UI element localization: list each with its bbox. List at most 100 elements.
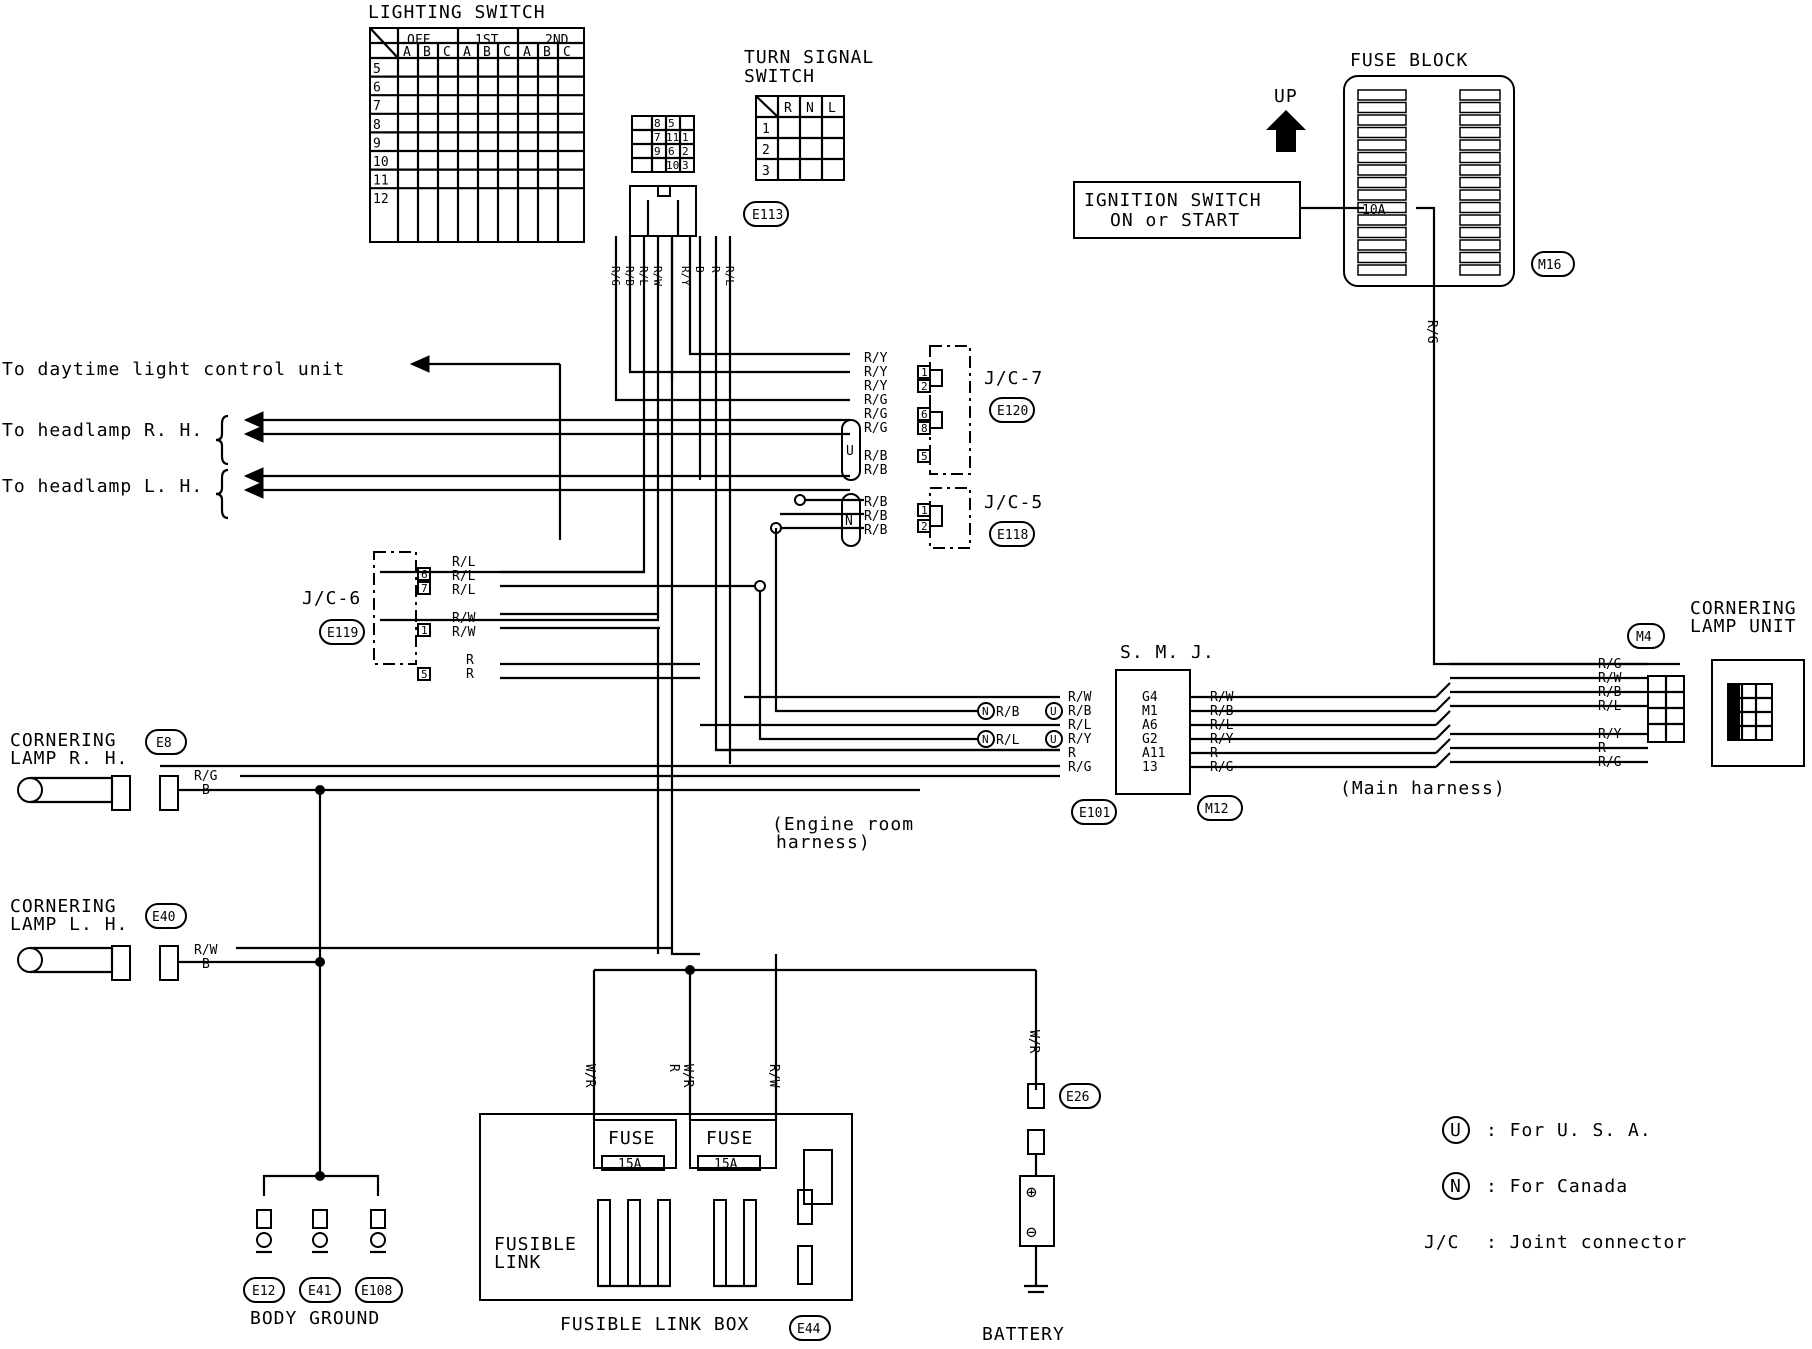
- legend-text-canada: : For Canada: [1486, 1176, 1628, 1197]
- conn-e113-badge: E113: [743, 201, 789, 227]
- svg-text:E119: E119: [327, 626, 358, 641]
- svg-text:R/B: R/B: [864, 449, 888, 464]
- main-harness-label: (Main harness): [1340, 778, 1506, 799]
- svg-text:8: 8: [921, 422, 928, 435]
- svg-text:N: N: [845, 514, 853, 529]
- legend-symbol-jc: J/C: [1424, 1232, 1460, 1253]
- svg-text:LAMP R. H.: LAMP R. H.: [10, 748, 128, 769]
- ls-row-12: 12: [373, 192, 389, 207]
- pin-5: 5: [668, 117, 675, 130]
- svg-text:R/G: R/G: [194, 769, 218, 784]
- smj-pin-M1: M1: [1142, 704, 1158, 719]
- ts-col-R: R: [784, 101, 792, 116]
- conn-m16-badge: M16: [1531, 251, 1575, 277]
- conn-e101-badge: E101: [1071, 799, 1117, 825]
- svg-text:E113: E113: [752, 208, 783, 223]
- svg-text:U: U: [1050, 705, 1057, 718]
- joint-connector-6: J/C-6 E119 R/L R/L R/L R/W R/W R R 6 7 1…: [302, 551, 766, 682]
- fuse-slot-l-5: [1357, 151, 1407, 164]
- svg-text:E108: E108: [361, 1284, 392, 1299]
- smj-left-wire-3: R/Y: [1068, 732, 1092, 747]
- battery: W/R E26 ⊕ ⊖ BATTERY: [982, 1030, 1101, 1345]
- smj-left-wire-4: R: [1068, 746, 1076, 761]
- svg-text:R: R: [666, 1064, 681, 1072]
- cornering-lamp-unit: CORNERING LAMP UNIT M4 R/GR/WR/BR/LR/YRR…: [1450, 598, 1805, 770]
- up-arrow: UP: [1266, 86, 1306, 152]
- svg-text:E44: E44: [797, 1322, 821, 1337]
- fuse-slot-r-12: [1459, 239, 1501, 251]
- svg-text:M16: M16: [1538, 258, 1561, 273]
- svg-text:W/R: W/R: [582, 1064, 597, 1088]
- fuse-slot-r-11: [1459, 226, 1501, 239]
- ls-col-2: C: [443, 45, 451, 60]
- fuse-slot-r-13: [1459, 251, 1501, 264]
- pin-7: 7: [654, 131, 661, 144]
- fusible-link-line-2: LINK: [494, 1252, 541, 1273]
- legend-text-usa: : For U. S. A.: [1486, 1120, 1652, 1141]
- fuse-slot-l-13: [1357, 251, 1407, 264]
- fuse-slot-r-0: [1459, 89, 1501, 101]
- svg-text:U: U: [1050, 733, 1057, 746]
- svg-text:7: 7: [421, 582, 428, 595]
- ls-group-1st: 1ST: [475, 33, 499, 48]
- fuse-slot-r-1: [1459, 101, 1501, 114]
- fuse-slot-l-4: [1357, 139, 1407, 151]
- ls-row-6: 6: [373, 81, 381, 96]
- pin-2: 2: [682, 145, 689, 158]
- fuse-slot-r-2: [1459, 114, 1501, 126]
- fuse-slot-r-5: [1459, 151, 1501, 164]
- svg-text:N: N: [982, 705, 989, 718]
- svg-text:R/W: R/W: [452, 611, 476, 626]
- svg-text:E40: E40: [152, 910, 175, 925]
- ls-row-7: 7: [373, 99, 381, 114]
- svg-text:E120: E120: [997, 404, 1028, 419]
- joint-connector-5: J/C-5 E118 R/B R/B R/B 1 2 N: [770, 487, 1042, 549]
- fuse-slot-l-10: [1357, 214, 1407, 226]
- joint-connector-7: J/C-7 E120 R/Y R/Y R/Y R/G R/G R/G R/B R…: [841, 345, 1042, 481]
- smj-pin-13: 13: [1142, 760, 1158, 775]
- svg-text:R/L: R/L: [452, 583, 476, 598]
- fuse-label-2: FUSE: [706, 1128, 753, 1149]
- svg-text:R/B: R/B: [996, 705, 1020, 720]
- conn-e8-badge: E8: [145, 729, 187, 755]
- svg-text:6: 6: [421, 568, 428, 581]
- svg-text:R/B: R/B: [864, 509, 888, 524]
- fuse-slot-r-7: [1459, 176, 1501, 189]
- pin-9: 9: [654, 145, 661, 158]
- svg-text:R/W: R/W: [766, 1064, 781, 1088]
- ls-col-7: B: [543, 45, 551, 60]
- legend-symbol-usa: U: [1450, 1120, 1462, 1141]
- fusible-link-line-1: FUSIBLE: [494, 1234, 577, 1255]
- fuse-slot-l-11: [1357, 226, 1407, 239]
- legend-symbol-canada: N: [1450, 1176, 1462, 1197]
- svg-text:R/B: R/B: [864, 463, 888, 478]
- ls-col-3: A: [463, 45, 471, 60]
- conn-e119-badge: E119: [319, 619, 365, 645]
- ls-row-8: 8: [373, 118, 381, 133]
- cornering-unit-line-2: LAMP UNIT: [1690, 616, 1797, 637]
- conn-e108-badge: E108: [355, 1277, 403, 1303]
- smj-pin-A6: A6: [1142, 718, 1158, 733]
- to-headlamp-lh: To headlamp L. H.: [2, 476, 203, 497]
- fuse-slot-r-3: [1459, 126, 1501, 139]
- fuse-out-wire: R/G: [1424, 320, 1439, 344]
- fuse-slot-l-12: [1357, 239, 1407, 251]
- conn-e120-badge: E120: [989, 397, 1035, 423]
- fuse-slot-l-8: [1357, 189, 1407, 201]
- fuse-slot-l-0: [1357, 89, 1407, 101]
- power-trunk: [592, 236, 1038, 1120]
- svg-text:R: R: [466, 653, 474, 668]
- svg-text:2: 2: [921, 380, 928, 393]
- fuse-label-1: FUSE: [608, 1128, 655, 1149]
- svg-text:E41: E41: [308, 1284, 331, 1299]
- ls-col-4: B: [483, 45, 491, 60]
- fuse-slot-r-9: [1459, 201, 1501, 214]
- turn-signal-title-1: TURN SIGNAL: [744, 47, 874, 68]
- ls-col-0: A: [403, 45, 411, 60]
- svg-text:1: 1: [921, 366, 928, 379]
- svg-text:R/G: R/G: [864, 407, 888, 422]
- smj-pin-A11: A11: [1142, 746, 1165, 761]
- fuse-10a: 10A: [1362, 203, 1386, 218]
